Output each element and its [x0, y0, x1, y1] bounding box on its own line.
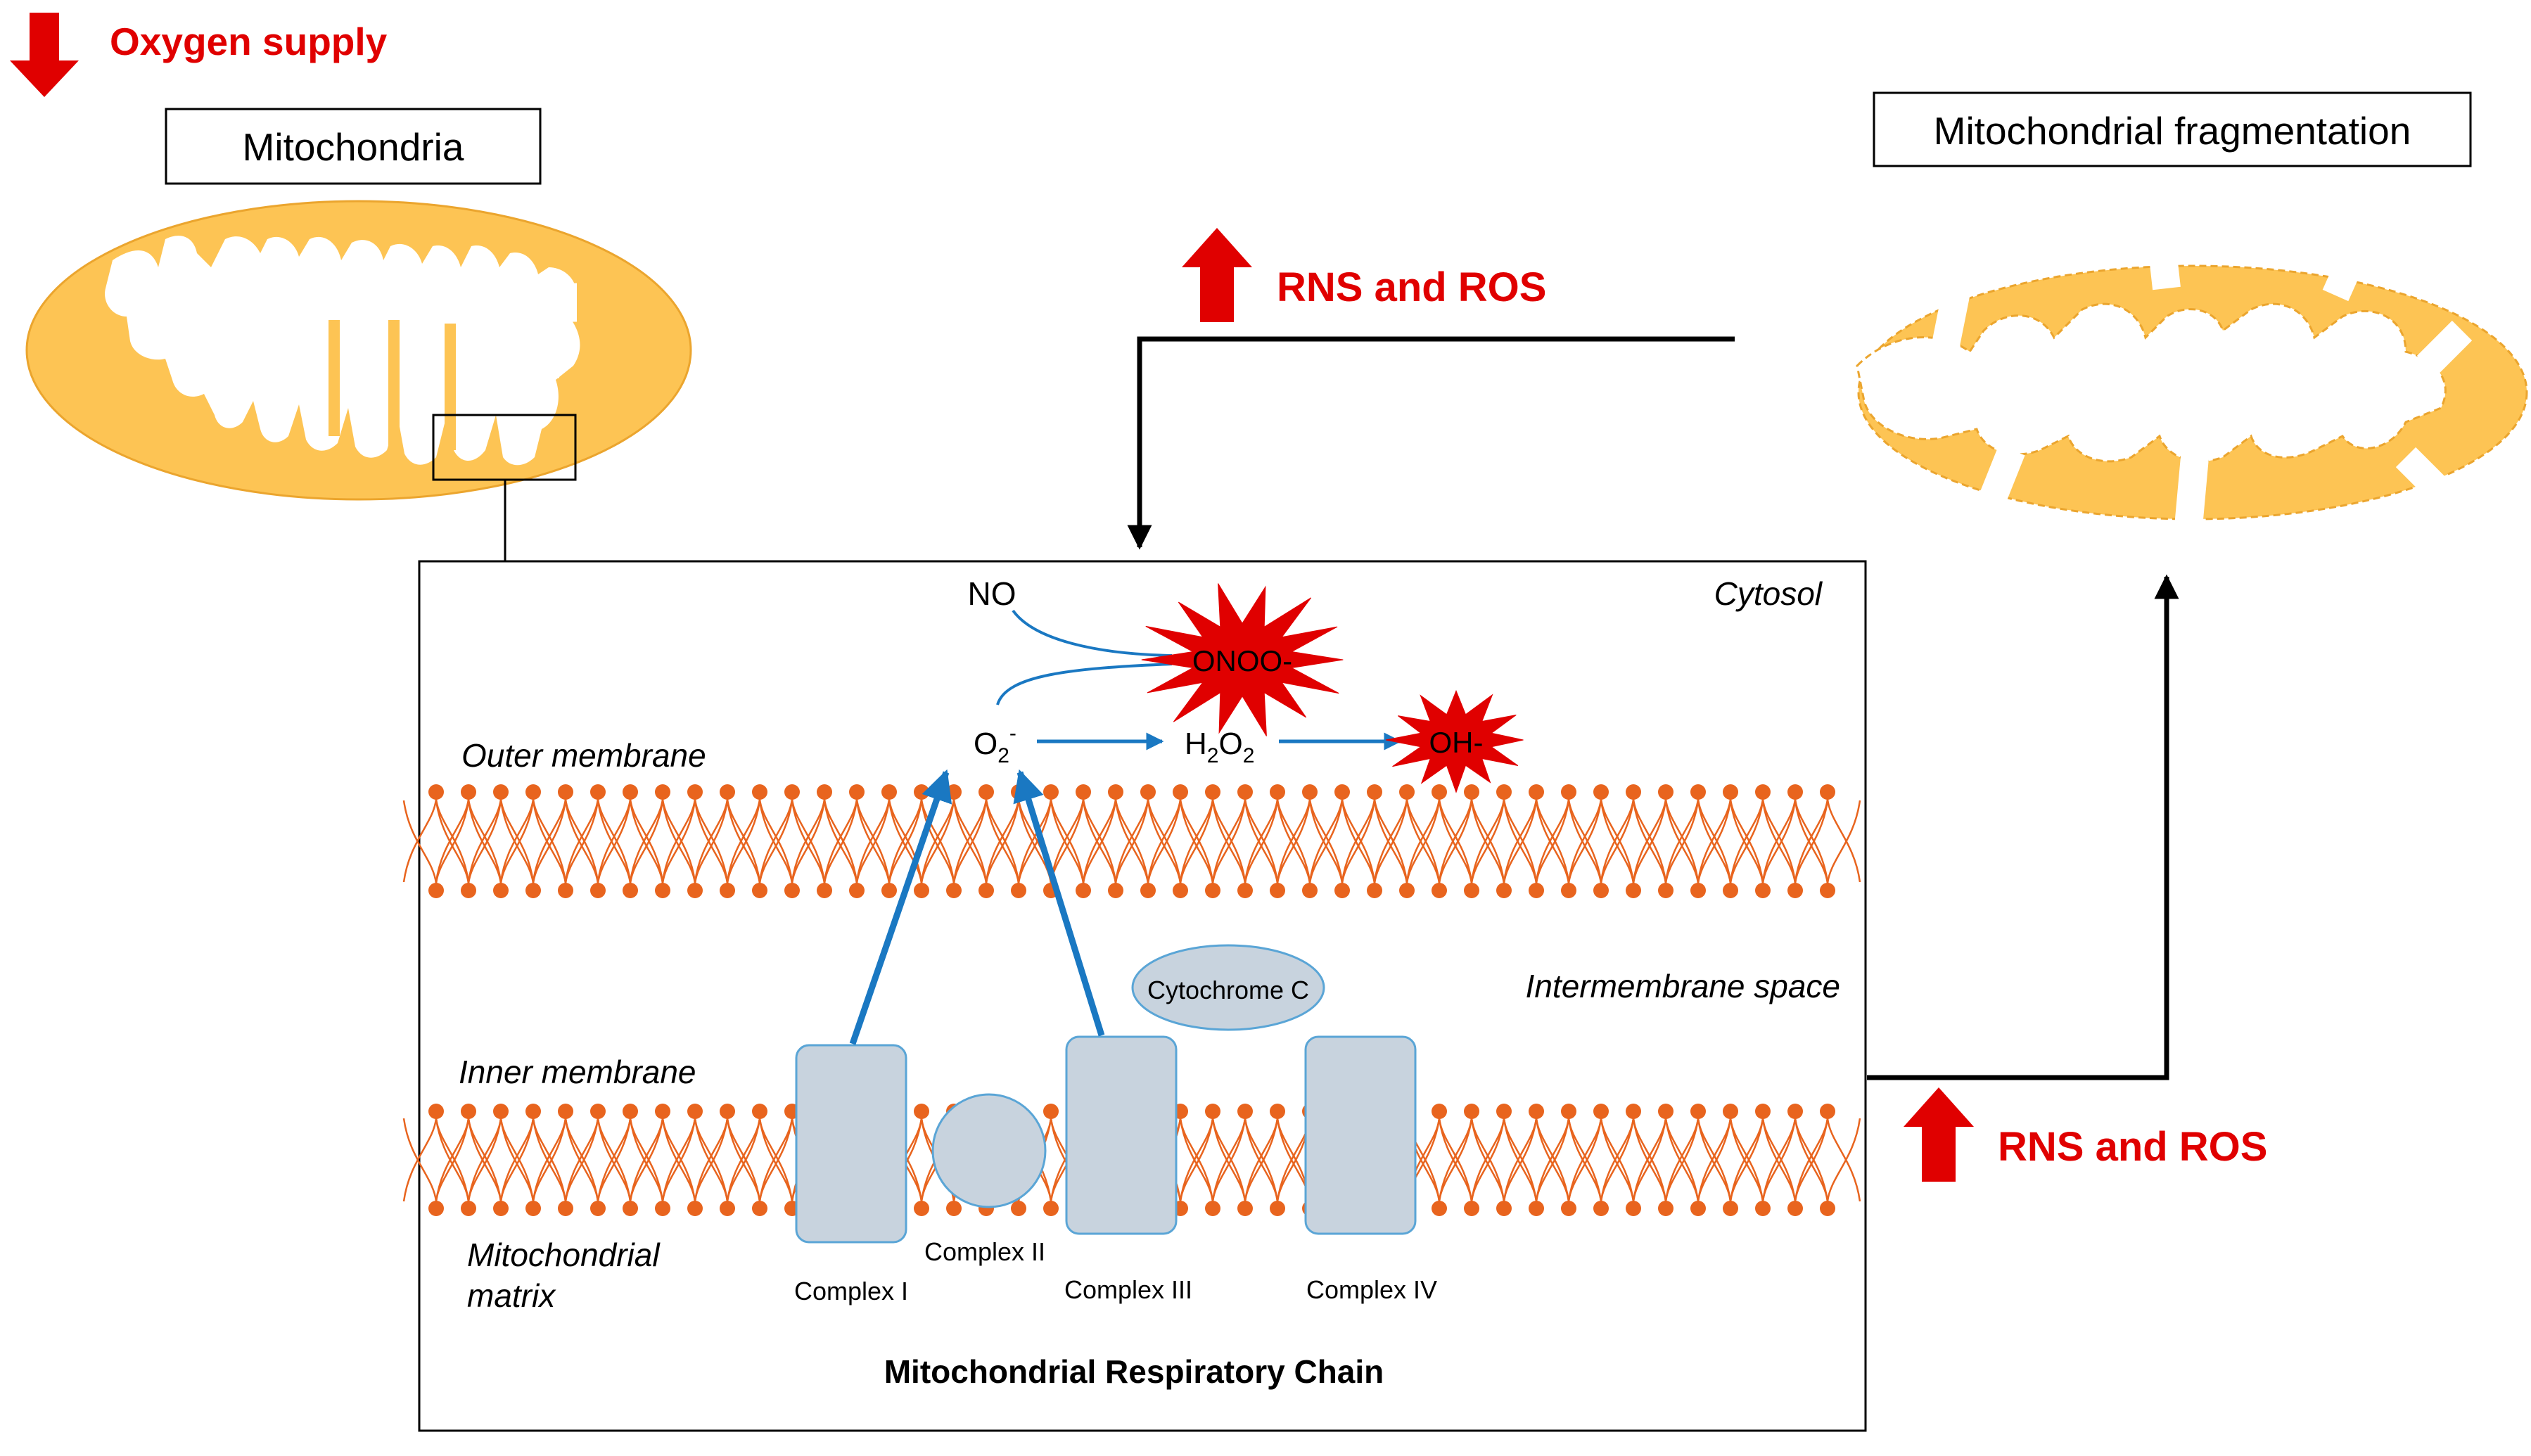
inner-membrane-label: Inner membrane	[459, 1054, 696, 1090]
rns-ros-up-arrow-icon	[1904, 1087, 1974, 1182]
output-connector-arrow	[1867, 574, 2179, 1080]
no-reaction-curve	[1012, 609, 1173, 657]
matrix-label-line2: matrix	[467, 1277, 556, 1314]
mitochondria-label-box	[165, 108, 542, 185]
rns-ros-up-arrow-icon	[1182, 228, 1252, 322]
cytosol-label: Cytosol	[1714, 575, 1823, 612]
rns-ros-label-right: RNS and ROS	[1998, 1124, 2268, 1170]
superoxide-reaction-curve	[996, 663, 1173, 705]
intermembrane-space-label: Intermembrane space	[1526, 968, 1840, 1004]
superoxide-superscript: -	[1009, 722, 1016, 745]
superoxide-subscript: 2	[997, 744, 1009, 767]
h2o2-h: H	[1185, 727, 1207, 761]
fragmentation-label-box	[1873, 91, 2472, 167]
rns-ros-label-top: RNS and ROS	[1277, 264, 1547, 310]
cytochrome-c-label: Cytochrome C	[1147, 976, 1309, 1004]
complex-i-superoxide-arrow	[849, 769, 952, 1045]
oxygen-supply-label: Oxygen supply	[110, 20, 388, 63]
fragmentation-label: Mitochondrial fragmentation	[1934, 109, 2411, 153]
mitochondria-label: Mitochondria	[243, 125, 464, 169]
peroxynitrite-label: ONOO-	[1192, 644, 1292, 677]
fragmented-mitochondrion-icon	[1856, 223, 2528, 536]
complex-ii-label: Complex II	[924, 1237, 1045, 1266]
matrix-label-line1: Mitochondrial	[467, 1237, 661, 1273]
nitric-oxide-label: NO	[968, 575, 1016, 612]
complex-iii-superoxide-arrow	[1013, 769, 1105, 1037]
superoxide-o: O	[974, 727, 997, 761]
complex-i-label: Complex I	[794, 1277, 908, 1305]
hydroxyl-label: OH-	[1429, 726, 1484, 759]
feedback-connector-arrow	[1127, 336, 1735, 550]
complex-iv-label: Complex IV	[1306, 1275, 1437, 1304]
h2o2-sub2: 2	[1243, 744, 1255, 767]
complex-iv-icon	[1304, 1035, 1417, 1235]
superoxide-label: O2-	[974, 722, 1016, 767]
complex-iii-icon	[1065, 1035, 1178, 1235]
h2o2-sub1: 2	[1207, 744, 1219, 767]
hydrogen-peroxide-label: H2O2	[1185, 727, 1254, 767]
outer-membrane-label: Outer membrane	[461, 737, 706, 774]
complex-iii-label: Complex III	[1064, 1275, 1192, 1304]
healthy-mitochondrion-icon	[25, 200, 692, 501]
peroxynitrite-burst-icon	[1141, 583, 1344, 736]
complex-ii-icon	[931, 1093, 1047, 1208]
h2o2-o: O	[1218, 727, 1242, 761]
chain-title: Mitochondrial Respiratory Chain	[884, 1353, 1384, 1390]
oxygen-down-arrow-icon	[10, 13, 79, 97]
complex-i-icon	[795, 1044, 907, 1244]
hydroxyl-burst-icon	[1385, 689, 1524, 793]
cytochrome-c-icon	[1131, 944, 1325, 1031]
